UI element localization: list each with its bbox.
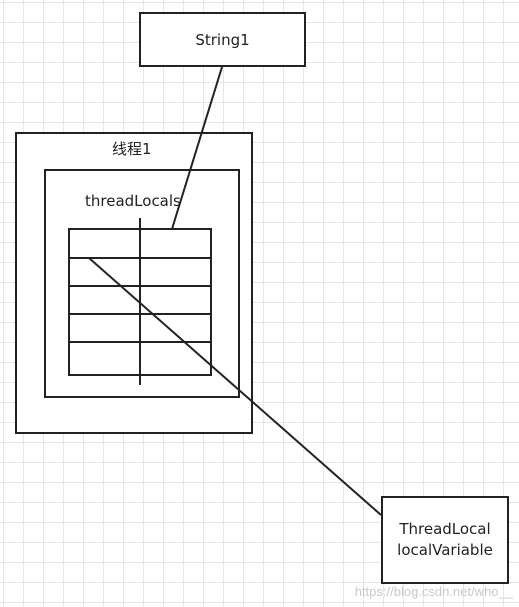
localvariable-label: localVariable <box>397 541 493 559</box>
string1-box: String1 <box>139 12 306 67</box>
threadlocals-frame <box>44 169 240 398</box>
threadlocals-map-table <box>68 218 212 385</box>
threadlocal-box: ThreadLocal localVariable <box>381 496 509 584</box>
string1-connector <box>171 66 223 230</box>
threadlocals-label: threadLocals <box>85 192 181 210</box>
thread1-label: 线程1 <box>112 140 152 158</box>
threadlocal-connector <box>88 257 382 516</box>
watermark: https://blog.csdn.net/who__ <box>354 584 513 599</box>
string1-label: String1 <box>195 30 250 49</box>
threadlocal-label: ThreadLocal <box>399 520 491 538</box>
